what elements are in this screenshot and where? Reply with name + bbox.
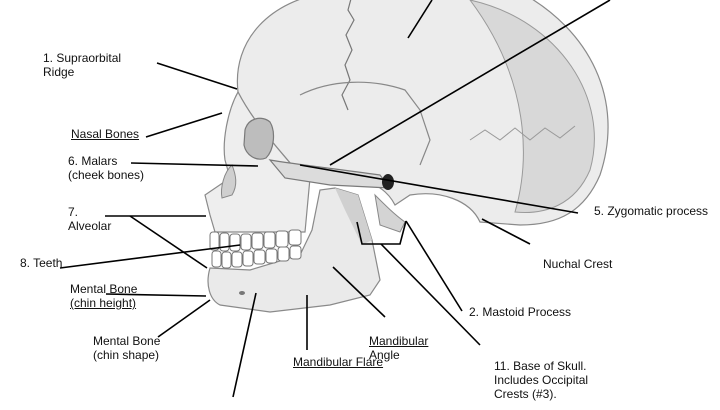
leader-mandibular-angle	[332, 266, 386, 318]
leader-teeth	[59, 244, 241, 269]
occipital-shading	[469, 0, 595, 213]
lambdoid-suture	[469, 125, 576, 141]
mastoid-region	[374, 193, 406, 233]
label-base-of-skull: 11. Base of Skull. Includes Occipital Cr…	[494, 359, 589, 401]
label-teeth: 8. Teeth	[20, 256, 63, 270]
leader-alveolar-b	[129, 215, 208, 269]
zygomatic-arch	[268, 159, 392, 189]
label-nasal-bones: Nasal Bones	[71, 127, 140, 141]
coronal-suture	[341, 0, 355, 111]
label-malars: 6. Malars (cheek bones)	[68, 154, 145, 182]
leader-base-skull	[380, 243, 481, 346]
label-mastoid-process: 2. Mastoid Process	[469, 305, 572, 319]
leader-supraorbital	[156, 62, 238, 90]
leader-nuchal	[481, 218, 531, 245]
leader-parietal	[407, 0, 433, 39]
mandible-ramus-shade	[335, 188, 372, 245]
label-supraorbital-ridge: 1. Supraorbital Ridge	[43, 51, 122, 79]
eye-orbit	[243, 117, 275, 160]
lower-teeth	[211, 245, 302, 269]
label-alveolar: 7. Alveolar	[68, 205, 112, 233]
leader-mental-shape	[157, 299, 211, 338]
label-mental-bone-shape: Mental Bone (chin shape)	[93, 334, 161, 362]
leader-zygomatic	[299, 164, 579, 214]
leader-nasal	[145, 112, 223, 138]
label-mental-bone-height: Mental Bone (chin height)	[70, 282, 138, 310]
leader-malars	[130, 162, 259, 167]
leader-chin-bottom	[232, 292, 257, 398]
leader-mental-height	[105, 293, 207, 297]
nasal-cavity	[221, 164, 237, 199]
ear-canal	[382, 174, 394, 190]
leader-mastoid	[405, 220, 463, 312]
label-mandibular-flare: Mandibular Flare	[293, 355, 384, 369]
label-zygomatic-process: 5. Zygomatic process	[594, 204, 709, 218]
leader-temporal	[329, 0, 611, 166]
squamous-suture	[299, 81, 431, 166]
mental-foramen	[239, 291, 245, 295]
mandible	[207, 187, 381, 313]
label-nuchal-crest: Nuchal Crest	[543, 257, 613, 271]
label-mandibular-angle: Mandibular Angle	[369, 334, 429, 362]
leader-lines	[59, 0, 611, 398]
